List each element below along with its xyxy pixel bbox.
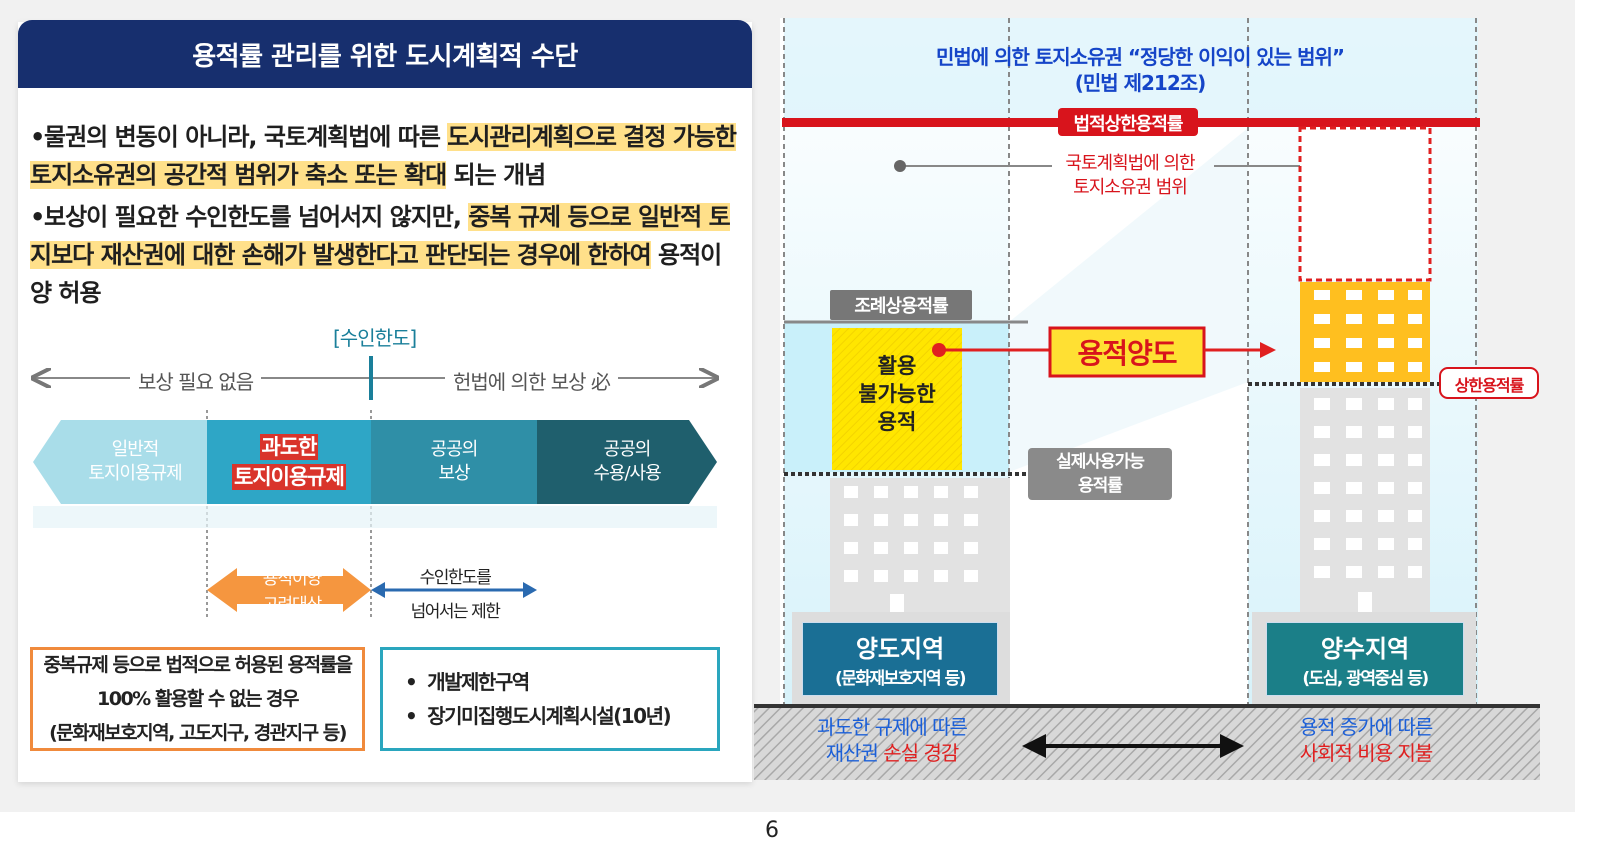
excessive-box-line2: 100% 활용할 수 없는 경우 (97, 688, 300, 710)
unusable-far-label: 활용 불가능한 용적 (832, 352, 962, 436)
bullet-dot: • (30, 203, 45, 231)
paragraph-2: •보상이 필요한 수인한도를 넘어서지 않지만, 중복 규제 등으로 일반적 토… (30, 198, 740, 312)
sender-zone-title: 양도지역 (855, 635, 945, 663)
orange-arrow-line1: 용적이양 (262, 569, 323, 589)
legal-cap-badge (1058, 108, 1198, 136)
excessive-regulation-box: 중복규제 등으로 법적으로 허용된 용적률을 100% 활용할 수 없는 경우 … (30, 647, 365, 751)
stage-shape-4 (537, 420, 717, 504)
stage-general-line1: 일반적 (111, 439, 160, 460)
transfer-arrowhead (1260, 342, 1276, 358)
stage-public-use-line2: 수용/사용 (593, 463, 661, 484)
actual-far-line1: 실제사용가능 (1056, 452, 1145, 472)
civil-law-title-line: 민법에 의한 토지소유권 “정당한 이익이 있는 범위” (935, 45, 1345, 69)
receiver-effect-label: 용적 증가에 따른 사회적 비용 지불 (1266, 714, 1466, 766)
orange-arrow-line2: 고려대상 (262, 595, 323, 615)
ownership-range-line2: 토지소유권 범위 (1073, 177, 1188, 198)
stage-public-compensation: 공공의 보상 (371, 420, 537, 504)
paragraph-2-text: 보상이 필요한 수인한도를 넘어서지 않지만, (44, 203, 469, 231)
stage-public-use: 공공의 수용/사용 (537, 420, 717, 504)
beyond-box-item-text: 개발제한구역 (427, 670, 530, 694)
stage-reflection (33, 506, 717, 528)
ownership-range-line1: 국토계획법에 의한 (1065, 153, 1195, 174)
top-band (784, 18, 1478, 118)
receiver-potential-volume (1298, 126, 1432, 282)
actual-far-line2: 용적률 (1078, 476, 1123, 496)
beyond-box-item-text: 장기미집행도시계획시설(10년) (427, 704, 671, 728)
beyond-box-item: • 장기미집행도시계획시설(10년) (405, 704, 672, 728)
sender-building (830, 478, 1010, 612)
range-dot-left (894, 160, 906, 172)
legal-cap-label: 법적상한용적률 (1073, 114, 1184, 135)
sender-effect-line2b: 손실 경감 (883, 741, 959, 765)
sender-effect-label: 과도한 규제에 따른 재산권 손실 경감 (792, 714, 992, 766)
actual-far-badge (1028, 448, 1172, 500)
stage-shape-3 (371, 420, 537, 504)
paragraph-2-tail: 용적이양 허용 (30, 241, 722, 307)
receiver-building (1300, 388, 1430, 612)
cap-far-badge (1439, 367, 1539, 399)
receiver-added-windows (1314, 290, 1422, 372)
sender-building-windows (844, 486, 978, 612)
stage-general-line2: 토지이용규제 (88, 463, 182, 484)
sender-zone-label: 양도지역 (문화재보호지역 등) (802, 622, 998, 696)
compensation-label: 헌법에 의한 보상 必 (445, 366, 618, 395)
scale-diagram (25, 356, 735, 618)
sender-effect-line1: 과도한 규제에 따른 (817, 715, 968, 739)
transfer-badge (1048, 326, 1206, 378)
stage-public-use-line1: 공공의 (603, 439, 652, 460)
actual-far-label: 실제사용가능 용적률 (1028, 450, 1172, 498)
receiver-building-windows (1314, 398, 1422, 612)
civil-law-sub-line: (민법 제212조) (1074, 71, 1207, 95)
transfer-label: 용적양도 (1077, 337, 1177, 370)
blue-arrow-label: 수인한도를 넘어서는 제한 (385, 566, 525, 624)
transfer-beam (1009, 128, 1248, 472)
stage-general: 일반적 토지이용규제 (60, 420, 210, 504)
paragraph-1-tail: 되는 개념 (446, 161, 547, 189)
balance-arrow-right (1220, 734, 1244, 758)
stage-public-compensation-line2: 보상 (438, 463, 470, 484)
paragraph-1-text: 물권의 변동이 아니라, 국토계획법에 따른 (44, 123, 448, 151)
unusable-far-line2: 불가능한 (858, 382, 936, 406)
no-compensation-label: 보상 필요 없음 (130, 366, 262, 395)
receiver-effect-line2: 사회적 비용 지불 (1299, 741, 1434, 765)
sender-effect-line2a: 재산권 (825, 741, 884, 765)
threshold-label: [수인한도] (333, 326, 417, 350)
blue-arrow-line2: 넘어서는 제한 (410, 602, 501, 622)
beyond-box-item: • 개발제한구역 (405, 670, 530, 694)
receiver-effect-line1: 용적 증가에 따른 (1299, 715, 1434, 739)
ground (754, 706, 1540, 780)
ownership-range-label: 국토계획법에 의한 토지소유권 범위 (1040, 152, 1220, 200)
receiver-zone-label: 양수지역 (도심, 광역중심 등) (1266, 622, 1464, 696)
receiver-zone-sub: (도심, 광역중심 등) (1302, 669, 1429, 689)
stage-public-compensation-line1: 공공의 (430, 439, 479, 460)
ordinance-far-label: 조례상용적률 (854, 296, 948, 317)
unusable-far-line3: 용적 (877, 410, 917, 434)
stage-excessive-line1: 과도한 (259, 434, 319, 460)
page-number: 6 (765, 818, 779, 843)
paragraph-1: •물권의 변동이 아니라, 국토계획법에 따른 도시관리계획으로 결정 가능한 … (30, 118, 740, 194)
transfer-origin-dot (932, 343, 946, 357)
orange-double-arrow (207, 568, 371, 612)
unusable-far-line1: 활용 (877, 354, 917, 378)
stage-excessive-line2: 토지이용규제 (232, 464, 346, 490)
cap-far-label: 상한용적률 (1454, 376, 1525, 395)
excessive-box-line3: (문화재보호지역, 고도지구, 경관지구 등) (49, 722, 347, 744)
excessive-box-line1: 중복규제 등으로 법적으로 허용된 용적률을 (43, 654, 353, 676)
orange-arrow-label: 용적이양 고려대상 (237, 566, 347, 618)
stage-excessive: 과도한 토지이용규제 (207, 420, 371, 504)
stage-shape-1 (33, 420, 207, 504)
civil-law-title: 민법에 의한 토지소유권 “정당한 이익이 있는 범위” (민법 제212조) (900, 44, 1380, 96)
bullet-dot: • (30, 123, 45, 151)
blue-arrow-line1: 수인한도를 (419, 568, 492, 588)
beyond-threshold-box: • 개발제한구역 • 장기미집행도시계획시설(10년) (380, 647, 720, 751)
panel-title: 용적률 관리를 위한 도시계획적 수단 (18, 20, 752, 88)
blue-arrow-right-head (523, 582, 537, 598)
blue-arrow-left-head (371, 582, 385, 598)
sender-zone-sub: (문화재보호지역 등) (834, 669, 967, 689)
receiver-zone-title: 양수지역 (1320, 635, 1410, 663)
balance-arrow-left (1022, 734, 1046, 758)
ordinance-far-badge (830, 290, 972, 320)
